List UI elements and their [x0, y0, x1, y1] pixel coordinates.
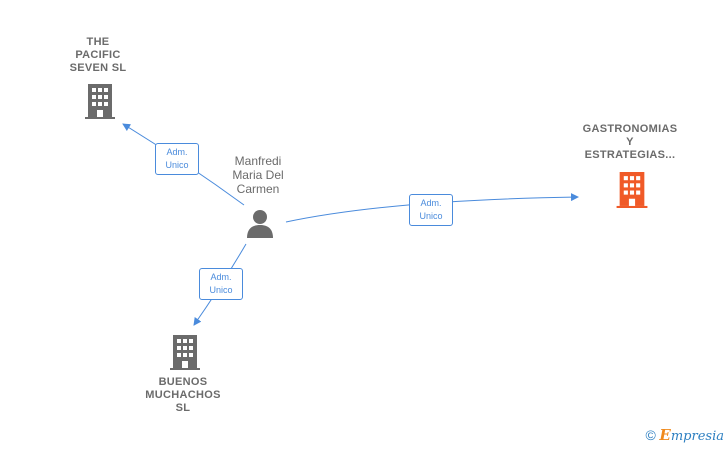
- building-icon[interactable]: [170, 335, 200, 370]
- building-icon-focus[interactable]: [616, 172, 648, 208]
- company-label-pacific[interactable]: THE PACIFIC SEVEN SL: [48, 36, 148, 75]
- edge-role-badge-gastronomias[interactable]: Adm. Unico: [409, 194, 453, 226]
- copyright-symbol: ©: [645, 427, 656, 443]
- person-name-line: Carmen: [236, 182, 280, 196]
- company-name-line: THE: [86, 36, 110, 48]
- company-name-line: SL: [175, 402, 191, 414]
- company-name-line: BUENOS: [158, 376, 208, 388]
- edge-role-badge-buenos[interactable]: Adm. Unico: [199, 268, 243, 300]
- person-icon[interactable]: [245, 208, 275, 238]
- company-label-gastronomias[interactable]: GASTRONOMIAS Y ESTRATEGIAS...: [570, 123, 690, 162]
- person-name-line: Manfredi: [234, 154, 282, 168]
- company-name-line: GASTRONOMIAS: [582, 123, 678, 135]
- company-name-line: SEVEN SL: [69, 62, 127, 74]
- company-name-line: ESTRATEGIAS...: [584, 149, 676, 161]
- company-label-buenos[interactable]: BUENOS MUCHACHOS SL: [133, 376, 233, 415]
- brand-logo-initial: E: [659, 426, 671, 444]
- role-line: Adm.: [210, 272, 232, 282]
- role-line: Adm.: [166, 147, 188, 157]
- company-name-line: Y: [626, 136, 634, 148]
- company-name-line: MUCHACHOS: [145, 389, 221, 401]
- brand-logo-text: mpresia: [670, 429, 724, 444]
- role-line: Unico: [165, 160, 189, 170]
- role-line: Unico: [209, 285, 233, 295]
- building-icon[interactable]: [85, 84, 115, 119]
- role-line: Adm.: [420, 198, 442, 208]
- edge-role-badge-pacific[interactable]: Adm. Unico: [155, 143, 199, 175]
- person-label-manfredi[interactable]: Manfredi Maria Del Carmen: [210, 154, 306, 196]
- person-name-line: Maria Del: [232, 168, 284, 182]
- company-name-line: PACIFIC: [75, 49, 121, 61]
- empresia-footer[interactable]: © Empresia: [645, 426, 724, 444]
- role-line: Unico: [419, 211, 443, 221]
